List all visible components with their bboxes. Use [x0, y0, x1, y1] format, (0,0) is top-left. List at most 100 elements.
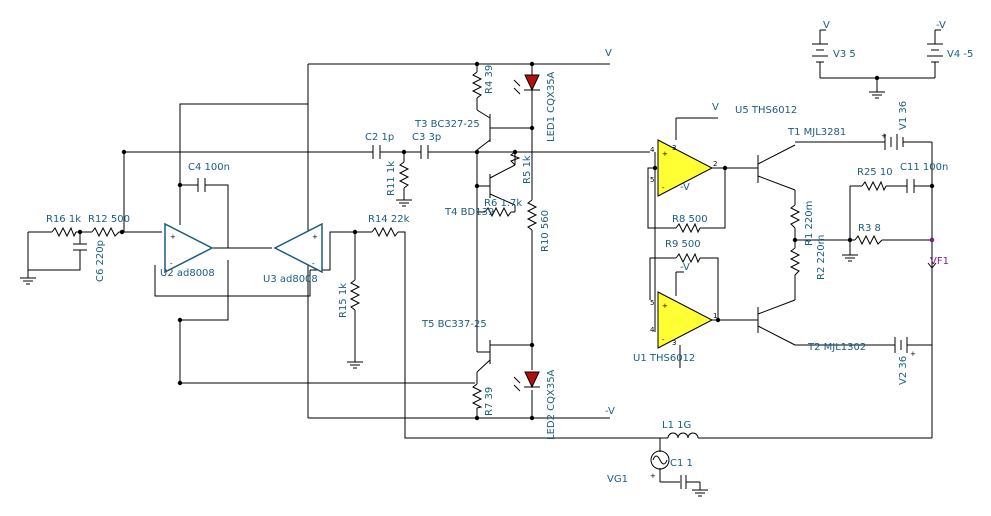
svg-text:1: 1: [713, 312, 717, 320]
battery-v4: [927, 43, 943, 63]
inductor-l1: [667, 432, 699, 439]
capacitor-c11: [905, 179, 918, 193]
led2: [513, 371, 540, 392]
label-nv-rail: -V: [605, 406, 615, 417]
svg-text:4: 4: [650, 326, 655, 334]
label-r7: R7 39: [484, 387, 495, 416]
label-r12: R12 500: [88, 214, 130, 225]
leds: [513, 74, 540, 392]
battery-v1: [884, 134, 910, 150]
label-r25: R25 10: [857, 167, 893, 178]
svg-text:3: 3: [672, 144, 676, 152]
resistor-r15: [349, 279, 361, 311]
svg-text:-: -: [662, 336, 665, 344]
label-v3-node: V: [823, 20, 830, 31]
svg-text:5: 5: [650, 299, 654, 307]
label-r2: R2 220m: [816, 235, 827, 280]
capacitor-c1: [680, 475, 687, 489]
svg-text:+: +: [910, 350, 916, 358]
resistor-r8: [675, 222, 701, 234]
label-r9: R9 500: [665, 239, 701, 250]
label-v2: V2 36: [898, 356, 909, 385]
resistor-r5: [509, 151, 521, 166]
label-l1: L1 1G: [662, 420, 691, 431]
label-c3: C3 3p: [412, 132, 441, 143]
resistor-r11: [398, 161, 410, 189]
svg-text:-: -: [170, 260, 173, 268]
resistor-r16: [51, 226, 77, 238]
label-t5: T5 BC337-25: [421, 319, 487, 330]
label-r5: R5 1k: [522, 155, 533, 184]
label-t4: T4 BD139: [444, 207, 494, 218]
capacitor-c2: [370, 145, 384, 159]
battery-v3: [812, 43, 828, 63]
resistor-r25: [861, 180, 887, 192]
label-u1-nv: -V: [680, 262, 690, 273]
svg-text:+: +: [312, 233, 318, 241]
label-r3: R3 8: [858, 223, 881, 234]
ground-symbol: [692, 482, 708, 497]
label-vf1: VF1: [930, 256, 949, 267]
signal-generator-vg1: [650, 450, 670, 470]
opamp-u1: [657, 291, 714, 349]
label-u2: U2 ad8008: [160, 268, 215, 279]
label-u1: U1 THS6012: [633, 353, 695, 364]
amplifiers: + - + - + - 4 3 2 5 + - 4 5 3 1: [164, 139, 717, 349]
label-v1: V1 36: [898, 101, 909, 130]
label-led2: LED2 CQX35A: [546, 369, 557, 440]
label-v3: V3 5: [833, 49, 856, 60]
svg-text:5: 5: [650, 176, 654, 184]
ground-symbol: [396, 199, 412, 207]
label-v4-node: -V: [936, 20, 946, 31]
ground-symbol: [347, 361, 363, 369]
label-u5-v: V: [712, 102, 719, 113]
resistor-r7: [471, 383, 483, 409]
capacitor-c4: [195, 178, 209, 192]
label-r8: R8 500: [672, 214, 708, 225]
label-r16: R16 1k: [46, 214, 81, 225]
label-c1: C1 1: [670, 458, 693, 469]
label-r10: R10 560: [540, 210, 551, 252]
label-c6: C6 220p: [95, 240, 106, 282]
capacitor-c6: [73, 243, 87, 258]
label-c4: C4 100n: [188, 162, 230, 173]
resistor-r6: [484, 206, 512, 218]
label-vg1: VG1: [607, 474, 628, 485]
label-t2: T2 MJL1302: [807, 342, 866, 353]
opamp-u2: [164, 222, 214, 274]
ground-symbol: [842, 254, 858, 262]
svg-text:+: +: [662, 150, 668, 158]
led1: [513, 74, 540, 95]
label-v-rail: V: [605, 48, 612, 59]
ground-symbol: [20, 270, 36, 285]
label-t1: T1 MJL3281: [787, 127, 846, 138]
ground-symbol: [869, 91, 885, 99]
vf1-probe: [927, 238, 937, 269]
label-t3: T3 BC327-25: [414, 119, 480, 130]
svg-text:+: +: [662, 302, 668, 310]
svg-text:+: +: [170, 233, 176, 241]
resistor-r12: [91, 226, 122, 238]
battery-v2: [894, 337, 910, 353]
resistor-r4: [471, 71, 483, 99]
label-c11: C11 100n: [900, 162, 948, 173]
label-r14: R14 22k: [368, 214, 410, 225]
resistor-r10: [526, 199, 538, 231]
label-u5: U5 THS6012: [735, 105, 797, 116]
opamp-u5: [657, 139, 714, 197]
label-led1: LED1 CQX35A: [546, 71, 557, 142]
transistors: [489, 114, 759, 364]
svg-text:-: -: [662, 184, 665, 192]
svg-text:+: +: [650, 472, 656, 480]
opamp-u3: [273, 222, 323, 274]
grounds: [20, 91, 885, 497]
label-r15: R15 1k: [338, 283, 349, 318]
resistor-r3: [854, 234, 883, 246]
svg-text:-: -: [312, 260, 315, 268]
resistor-r2: [789, 247, 801, 276]
label-r1: R1 220m: [804, 201, 815, 246]
label-r6: R6 1.7k: [484, 198, 522, 209]
sources: [650, 43, 943, 470]
label-r11: R11 1k: [386, 161, 397, 196]
